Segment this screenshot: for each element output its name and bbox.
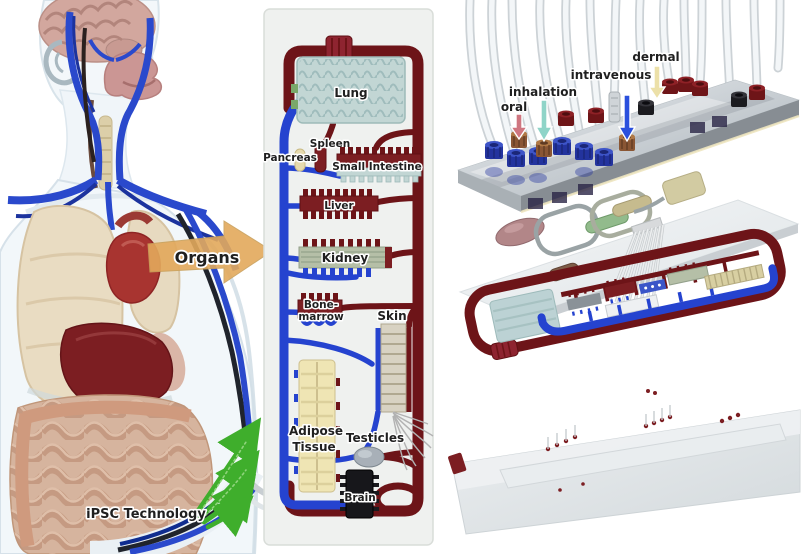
dermal-label: dermal	[632, 50, 679, 64]
ipsc-label: iPSC Technology	[86, 507, 206, 522]
organs-arrow: Organs	[147, 220, 273, 284]
liver-label: Liver	[324, 200, 354, 212]
device-panel: oral inhalation intravenous dermal	[448, 0, 801, 535]
mixer-pad	[662, 171, 706, 205]
brain-module: Brain	[340, 469, 379, 519]
vial-caps-red	[558, 76, 765, 126]
organs-label: Organs	[175, 248, 240, 267]
inhalation-label: inhalation	[509, 85, 577, 99]
vial-caps-blue	[485, 137, 613, 185]
lung-label: Lung	[334, 86, 367, 100]
inhalation-arrow	[534, 99, 554, 143]
small-intestine-label: Small Intestine	[332, 161, 421, 173]
circuit-layer	[464, 228, 786, 361]
lung-module: Lung	[291, 56, 406, 124]
kidney-label: Kidney	[322, 251, 369, 265]
intravenous-arrow	[617, 94, 637, 143]
mixer-tan-capsule	[612, 195, 652, 217]
anatomy-panel: Organs iPSC Technology	[0, 0, 295, 554]
dosing-tubes	[465, 0, 785, 157]
adipose-module: Adipose Tissue	[287, 359, 345, 493]
liver-module: Liver	[299, 189, 379, 219]
brain-label: Brain	[344, 492, 375, 504]
adipose-label-1: Adipose	[289, 424, 343, 438]
intestines-organ	[9, 394, 214, 554]
dermal-arrow	[647, 65, 667, 101]
kidney-module: Kidney	[298, 239, 392, 277]
spleen-module	[314, 143, 327, 173]
bone-marrow-label-2: marrow	[298, 311, 344, 323]
base-plate-port	[448, 452, 467, 475]
testicles-label: Testicles	[346, 431, 404, 445]
ear	[43, 39, 75, 86]
oral-arrow	[509, 113, 529, 141]
circuit-organ-combs	[566, 262, 765, 316]
pancreas-module	[294, 148, 306, 172]
jugular-veins	[65, 11, 154, 181]
mixer-oval	[495, 217, 545, 247]
bone-marrow-module: Bone- marrow	[297, 293, 345, 326]
base-plate	[448, 389, 801, 535]
chip-schematic-panel: Lung Spleen Pancreas Small Intestine	[262, 8, 434, 546]
chest-vessels	[7, 176, 240, 272]
adipose-label-2: Tissue	[292, 440, 335, 454]
bone-marrow-label-1: Bone-	[304, 299, 338, 311]
skin-label: Skin	[377, 309, 406, 323]
heart-organ	[105, 211, 161, 304]
vial-caps-black	[638, 91, 747, 115]
syringe	[608, 91, 621, 123]
ipsc-arrows	[193, 417, 262, 537]
liver-organ	[59, 322, 174, 409]
testicles-module: Testicles	[344, 430, 406, 468]
route-arrows	[509, 65, 667, 143]
small-intestine-module: Small Intestine	[331, 147, 423, 183]
skin-module: Skin	[375, 308, 434, 471]
pancreas-label: Pancreas	[263, 152, 317, 164]
intravenous-label: intravenous	[571, 68, 652, 82]
oral-label: oral	[501, 100, 527, 114]
